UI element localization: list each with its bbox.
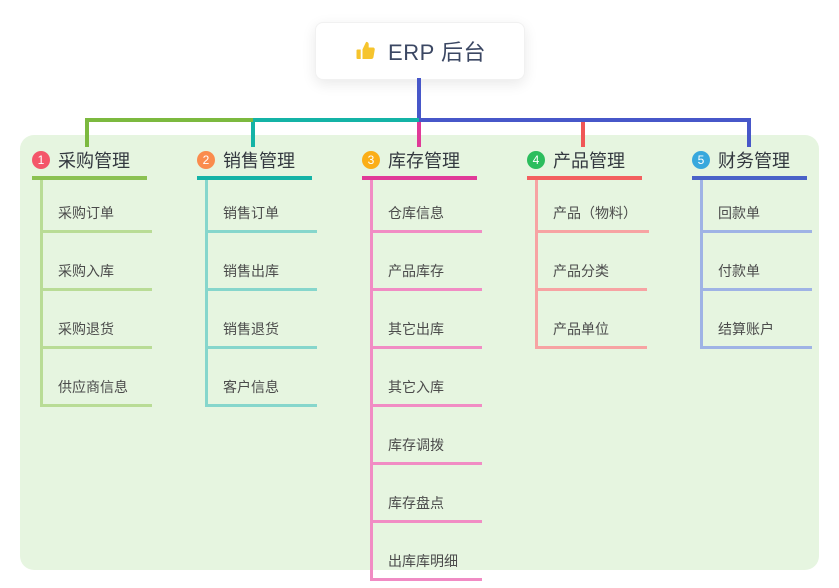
connector-bus-segment-green — [85, 118, 253, 122]
branch-2-child-node[interactable]: 销售退货 — [208, 291, 317, 349]
branch-5-number-badge: 5 — [692, 151, 710, 169]
branch-2-child-label: 销售订单 — [223, 205, 279, 221]
branch-5-child-label: 回款单 — [718, 205, 760, 221]
branch-3-child-node[interactable]: 仓库信息 — [373, 180, 482, 233]
branch-1-child-node[interactable]: 采购订单 — [43, 180, 152, 233]
branch-4-child-node[interactable]: 产品（物料） — [538, 180, 649, 233]
branch-2-title: 销售管理 — [223, 151, 295, 171]
thumbs-up-icon — [354, 39, 378, 63]
branch-1-child-node[interactable]: 供应商信息 — [43, 349, 152, 407]
branch-2-child-node[interactable]: 客户信息 — [208, 349, 317, 407]
branch-5-connector-drop — [747, 122, 751, 147]
branch-1-title: 采购管理 — [58, 151, 130, 171]
branch-2-number-badge: 2 — [197, 151, 215, 169]
branch-1-child-node[interactable]: 采购退货 — [43, 291, 152, 349]
branch-3-child-node[interactable]: 出库库明细 — [373, 523, 482, 581]
branch-3-child-label: 其它出库 — [388, 321, 444, 337]
branch-2-children: 销售订单销售出库销售退货客户信息 — [205, 180, 317, 407]
branch-1-connector-drop — [85, 122, 89, 147]
branch-1-child-label: 采购退货 — [58, 321, 114, 337]
branch-3-child-label: 出库库明细 — [388, 553, 458, 569]
branch-2-header[interactable]: 2 销售管理 — [197, 147, 312, 180]
branch-4-header[interactable]: 4 产品管理 — [527, 147, 642, 180]
branch-1-child-label: 采购订单 — [58, 205, 114, 221]
branch-3-connector-drop — [417, 122, 421, 147]
branch-1: 1 采购管理采购订单采购入库采购退货供应商信息 — [32, 147, 152, 407]
branches-panel — [20, 135, 819, 570]
branch-2-child-label: 销售退货 — [223, 321, 279, 337]
branch-1-child-label: 采购入库 — [58, 263, 114, 279]
branch-5-child-label: 结算账户 — [718, 321, 774, 337]
branch-3-child-label: 库存盘点 — [388, 495, 444, 511]
branch-1-header[interactable]: 1 采购管理 — [32, 147, 147, 180]
branch-4-child-label: 产品单位 — [553, 321, 609, 337]
branch-2-child-node[interactable]: 销售订单 — [208, 180, 317, 233]
branch-4-children: 产品（物料） 产品分类产品单位 — [535, 180, 649, 349]
branch-2: 2 销售管理销售订单销售出库销售退货客户信息 — [197, 147, 317, 407]
branch-3-child-label: 仓库信息 — [388, 205, 444, 221]
root-node[interactable]: ERP 后台 — [315, 22, 525, 80]
branch-4-title: 产品管理 — [553, 151, 625, 171]
branch-3-child-label: 产品库存 — [388, 263, 444, 279]
branch-5: 5 财务管理回款单付款单结算账户 — [692, 147, 812, 349]
branch-4-child-node[interactable]: 产品分类 — [538, 233, 647, 291]
branch-2-child-label: 销售出库 — [223, 263, 279, 279]
branch-5-title: 财务管理 — [718, 151, 790, 171]
branch-3: 3 库存管理仓库信息产品库存其它出库其它入库库存调拨库存盘点出库库明细 — [362, 147, 482, 581]
branch-3-children: 仓库信息产品库存其它出库其它入库库存调拨库存盘点出库库明细 — [370, 180, 482, 581]
branch-2-child-node[interactable]: 销售出库 — [208, 233, 317, 291]
branch-1-child-node[interactable]: 采购入库 — [43, 233, 152, 291]
branch-3-child-node[interactable]: 产品库存 — [373, 233, 482, 291]
branch-5-child-node[interactable]: 回款单 — [703, 180, 812, 233]
connector-bus-segment-blue — [419, 118, 751, 122]
branch-3-child-label: 其它入库 — [388, 379, 444, 395]
branch-1-children: 采购订单采购入库采购退货供应商信息 — [40, 180, 152, 407]
branch-4: 4 产品管理产品（物料） 产品分类产品单位 — [527, 147, 649, 349]
branch-4-connector-drop — [581, 122, 585, 147]
branch-5-child-node[interactable]: 付款单 — [703, 233, 812, 291]
branch-5-child-label: 付款单 — [718, 263, 760, 279]
branch-1-child-label: 供应商信息 — [58, 379, 128, 395]
branch-4-child-label: 产品分类 — [553, 263, 609, 279]
branch-3-title: 库存管理 — [388, 151, 460, 171]
branch-4-child-node[interactable]: 产品单位 — [538, 291, 647, 349]
branch-3-child-label: 库存调拨 — [388, 437, 444, 453]
branch-4-child-label: 产品（物料） — [553, 205, 637, 221]
branch-3-child-node[interactable]: 其它入库 — [373, 349, 482, 407]
branch-3-child-node[interactable]: 库存调拨 — [373, 407, 482, 465]
branch-3-number-badge: 3 — [362, 151, 380, 169]
root-node-label: ERP 后台 — [388, 40, 486, 65]
connector-bus-segment-teal — [253, 118, 419, 122]
branch-5-header[interactable]: 5 财务管理 — [692, 147, 807, 180]
branch-2-connector-drop — [251, 122, 255, 147]
branch-3-header[interactable]: 3 库存管理 — [362, 147, 477, 180]
branch-3-child-node[interactable]: 其它出库 — [373, 291, 482, 349]
branch-5-child-node[interactable]: 结算账户 — [703, 291, 812, 349]
branch-5-children: 回款单付款单结算账户 — [700, 180, 812, 349]
branch-3-child-node[interactable]: 库存盘点 — [373, 465, 482, 523]
branch-1-number-badge: 1 — [32, 151, 50, 169]
branch-4-number-badge: 4 — [527, 151, 545, 169]
branch-2-child-label: 客户信息 — [223, 379, 279, 395]
root-connector-line — [417, 78, 421, 118]
